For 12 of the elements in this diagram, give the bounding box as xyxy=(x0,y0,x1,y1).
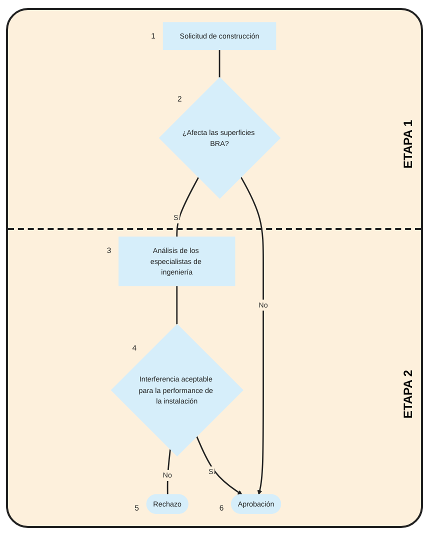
stage-label: ETAPA 1 xyxy=(401,120,415,168)
node-diamond xyxy=(110,324,244,456)
stage-label: ETAPA 2 xyxy=(401,370,415,418)
connector xyxy=(176,286,178,324)
arrow xyxy=(196,436,242,495)
connector xyxy=(218,50,220,78)
connector xyxy=(166,449,171,495)
node-box xyxy=(118,236,236,286)
connector xyxy=(176,177,200,237)
node-box xyxy=(162,22,276,50)
node-diamond xyxy=(158,77,281,199)
arrow xyxy=(240,176,264,495)
